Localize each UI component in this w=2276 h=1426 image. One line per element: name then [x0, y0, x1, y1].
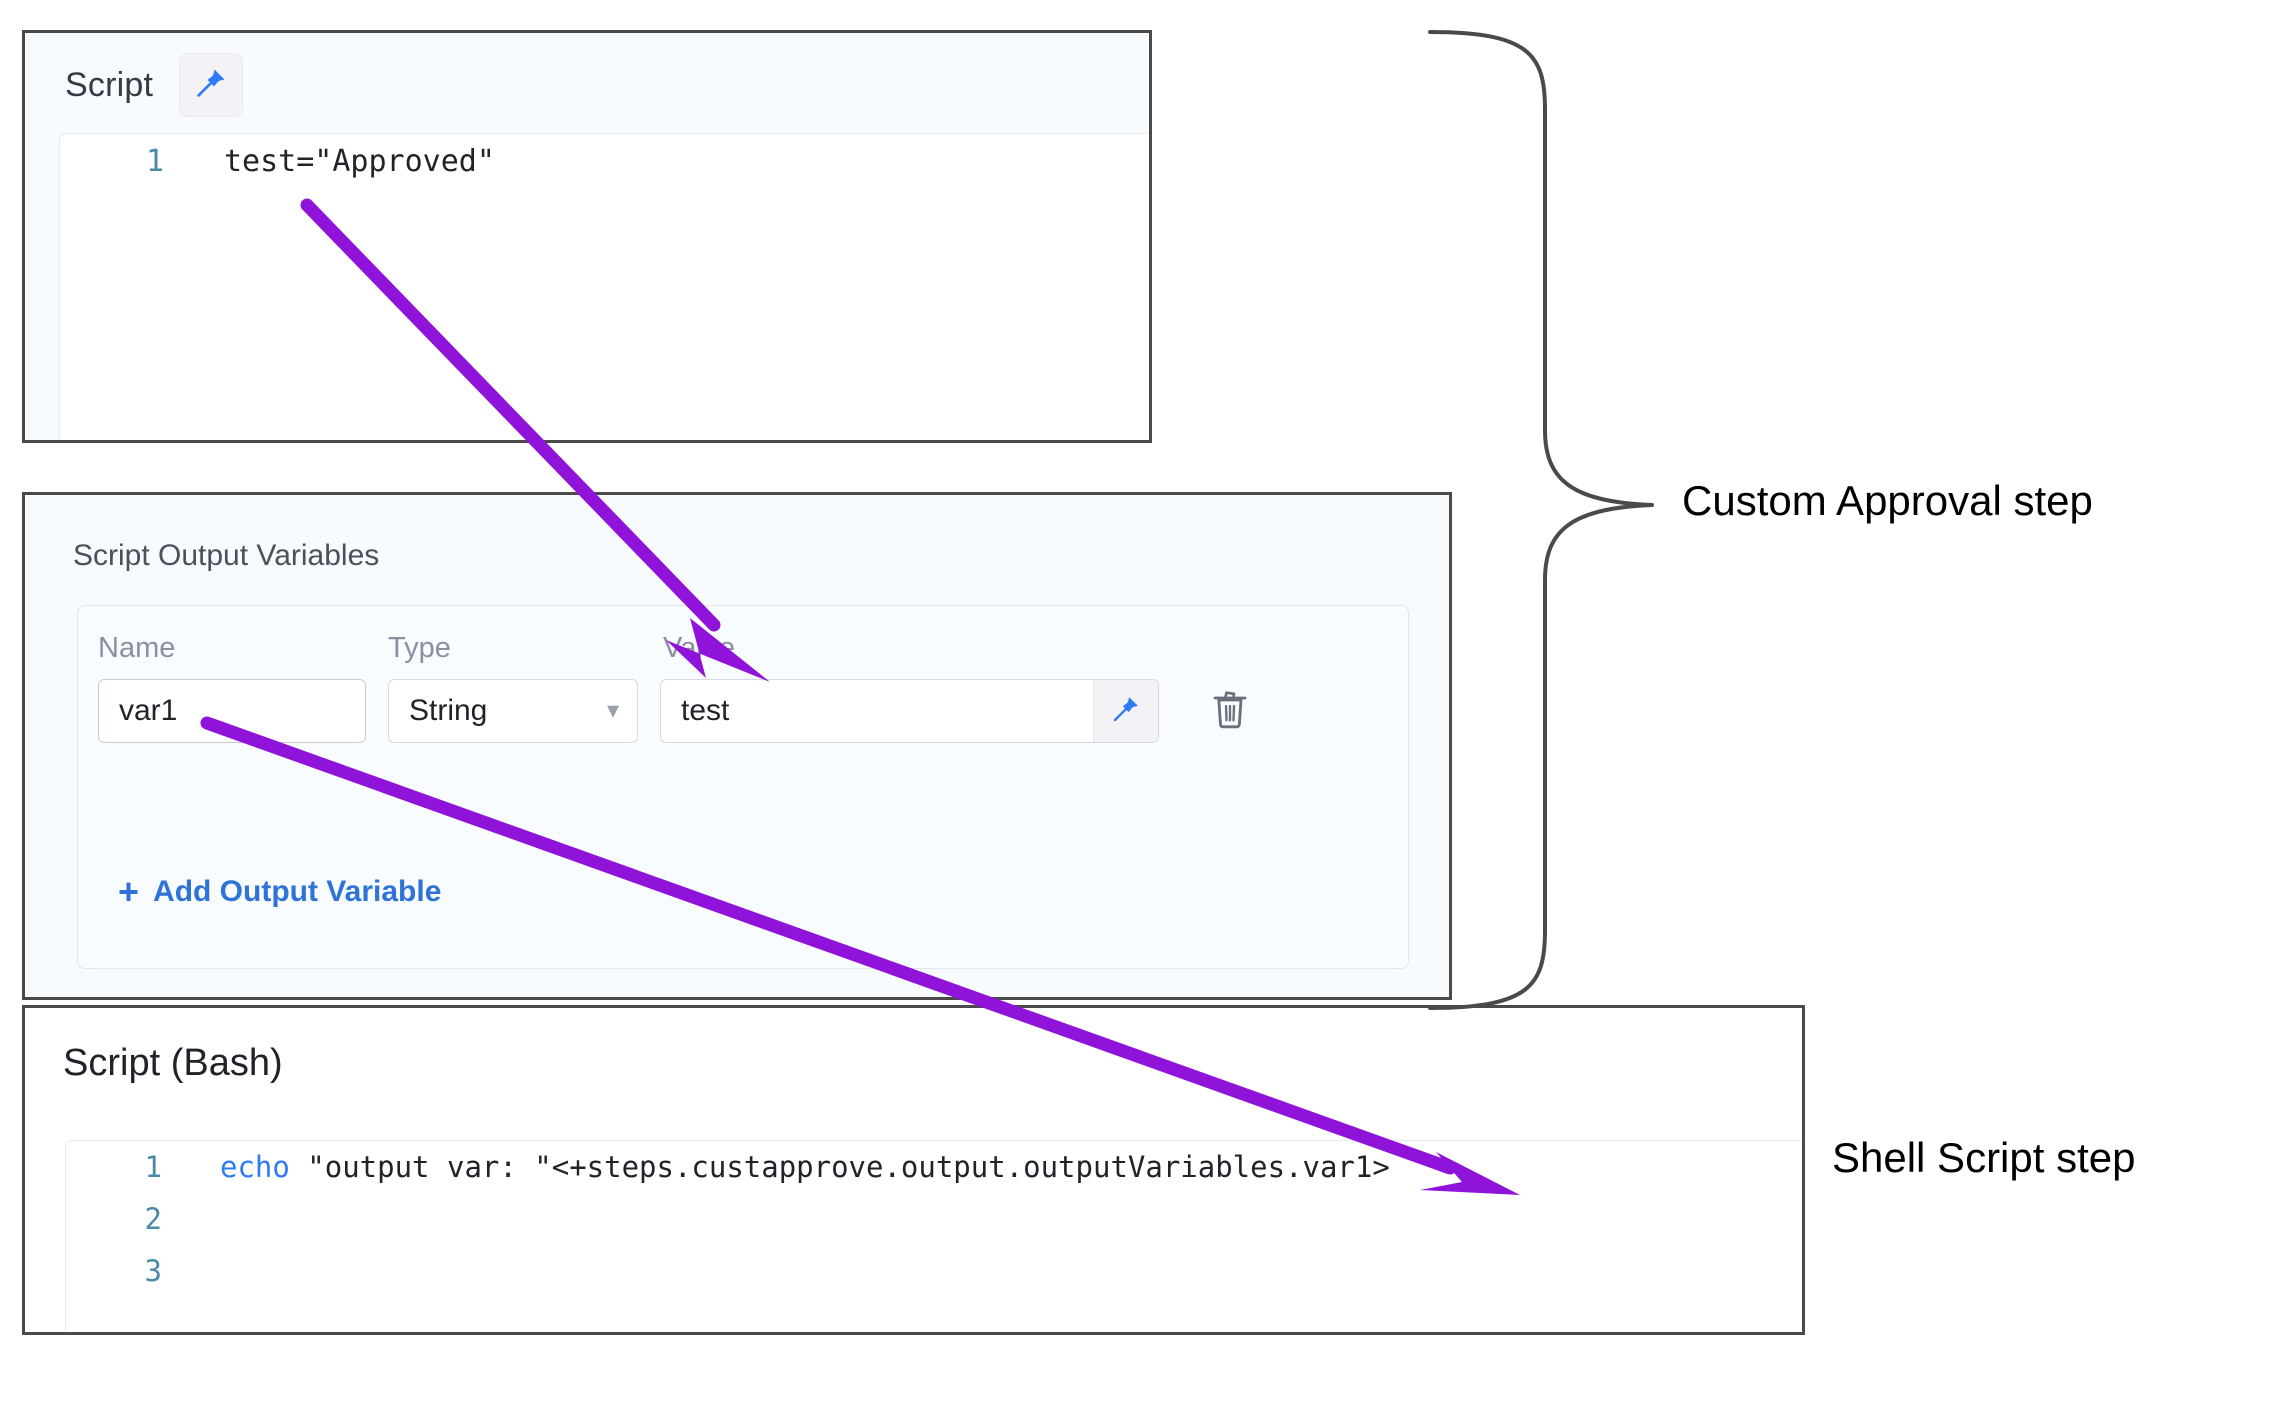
- delete-variable-button[interactable]: [1207, 685, 1253, 737]
- pin-icon-button[interactable]: [179, 53, 244, 117]
- plus-icon: +: [118, 871, 140, 912]
- column-header-name: Name: [98, 632, 176, 664]
- line-number: 1: [145, 144, 164, 179]
- column-header-value: Value: [663, 632, 736, 664]
- output-variable-row: var1 String ▾ test: [78, 665, 1408, 743]
- line-number: 2: [144, 1202, 162, 1236]
- variable-name-value: var1: [119, 694, 178, 727]
- variable-value-input[interactable]: test: [661, 680, 1093, 742]
- code-line: 3: [66, 1245, 1802, 1297]
- output-variables-column-headers: Name Type Value: [78, 606, 1408, 665]
- code-line: 2: [66, 1193, 1802, 1245]
- code-keyword: echo: [220, 1150, 290, 1184]
- add-output-variable-label: Add Output Variable: [153, 875, 442, 908]
- line-number: 1: [144, 1150, 162, 1184]
- script-code-editor[interactable]: 1 test="Approved": [59, 133, 1149, 440]
- script-panel: Script 1 test="Approved": [22, 30, 1152, 443]
- trash-icon: [1210, 687, 1250, 736]
- output-variables-box: Name Type Value var1 String ▾ test: [77, 605, 1409, 969]
- curly-brace: [1428, 30, 1654, 1010]
- pin-icon: [194, 66, 228, 105]
- variable-value-group: test: [660, 679, 1159, 743]
- shell-script-step-label: Shell Script step: [1832, 1134, 2135, 1181]
- script-output-variables-panel: Script Output Variables Name Type Value …: [22, 492, 1452, 1000]
- code-line: 1 test="Approved": [60, 134, 1149, 190]
- code-line: 1 echo "output var: "<+steps.custapprove…: [66, 1141, 1802, 1193]
- variable-value-text: test: [681, 694, 730, 727]
- script-panel-header: Script: [25, 33, 1149, 117]
- code-rest: "output var: "<+steps.custapprove.output…: [289, 1150, 1390, 1184]
- bash-script-panel: Script (Bash) 1 echo "output var: "<+ste…: [22, 1005, 1805, 1335]
- column-header-type: Type: [388, 632, 451, 664]
- variable-type-select[interactable]: String ▾: [388, 679, 638, 743]
- line-number: 3: [144, 1254, 162, 1288]
- script-panel-title: Script: [65, 65, 154, 104]
- output-variables-title: Script Output Variables: [73, 539, 380, 572]
- pin-icon: [1111, 694, 1141, 729]
- code-line-text: test="Approved": [224, 144, 495, 179]
- code-line-text: echo "output var: "<+steps.custapprove.o…: [162, 1141, 1390, 1193]
- add-output-variable-button[interactable]: + Add Output Variable: [118, 874, 441, 910]
- custom-approval-step-label: Custom Approval step: [1682, 477, 2093, 524]
- bash-panel-title: Script (Bash): [63, 1042, 283, 1084]
- variable-type-value: String: [409, 694, 488, 727]
- variable-name-input[interactable]: var1: [98, 679, 366, 743]
- variable-value-pin-button[interactable]: [1093, 680, 1158, 742]
- bash-code-editor[interactable]: 1 echo "output var: "<+steps.custapprove…: [65, 1140, 1802, 1332]
- chevron-down-icon: ▾: [606, 697, 619, 724]
